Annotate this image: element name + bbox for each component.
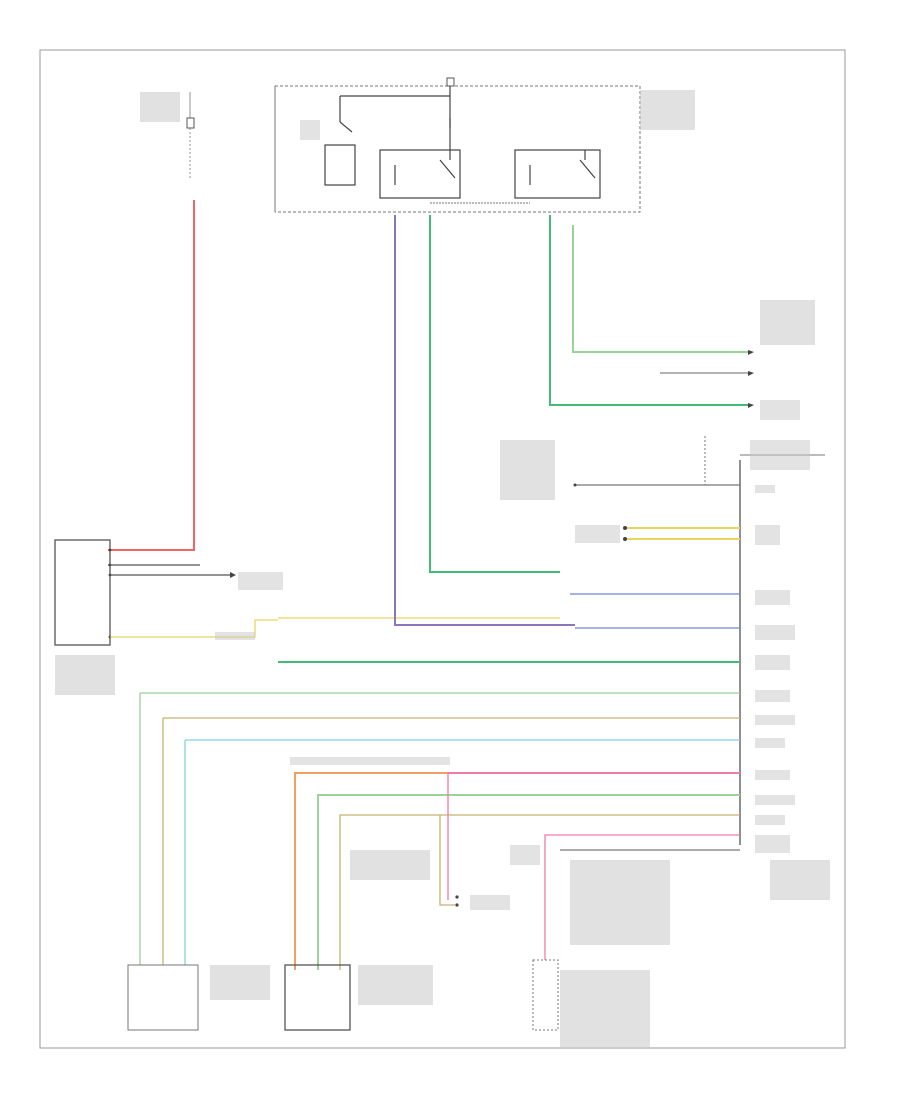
illegible-labels [55, 90, 830, 1048]
wire-teal-green-1 [429, 215, 560, 573]
fuse-icon [446, 77, 455, 87]
wire-tan-2 [339, 814, 740, 970]
wire-orange [294, 772, 448, 970]
wire-ltgreen-long [139, 692, 740, 965]
wire-yellow [110, 619, 278, 638]
sensor-module-center [284, 964, 351, 1031]
wire-violet [394, 215, 575, 626]
wire-tan-long [162, 717, 740, 965]
control-module-left [54, 539, 112, 646]
connector-right [704, 436, 825, 845]
relay-icon [514, 149, 601, 199]
relay-icon [324, 144, 356, 186]
connector-pin-icon [748, 371, 754, 376]
wire-cyan-long [184, 739, 740, 965]
relay-icon [379, 149, 461, 199]
connector-pin-icon [748, 403, 754, 408]
sensor-module-left [127, 964, 199, 1031]
connector-pin-icon [748, 350, 754, 355]
wire-red [108, 200, 195, 551]
sensor-module-right [532, 959, 559, 1031]
wire-tan-3 [439, 815, 455, 906]
wire-ltgreen-2 [317, 794, 740, 970]
wire-teal-green-2 [549, 215, 750, 406]
diagram-frame [39, 49, 846, 1049]
wire-pink-2 [544, 834, 740, 960]
fuse-feed [186, 92, 195, 180]
connector-pin-icon [230, 572, 236, 578]
fuse-icon [186, 117, 195, 129]
power-distribution-center [274, 77, 641, 213]
wire-ltgreen-3 [572, 225, 750, 353]
wire-gray-ground [110, 564, 230, 576]
